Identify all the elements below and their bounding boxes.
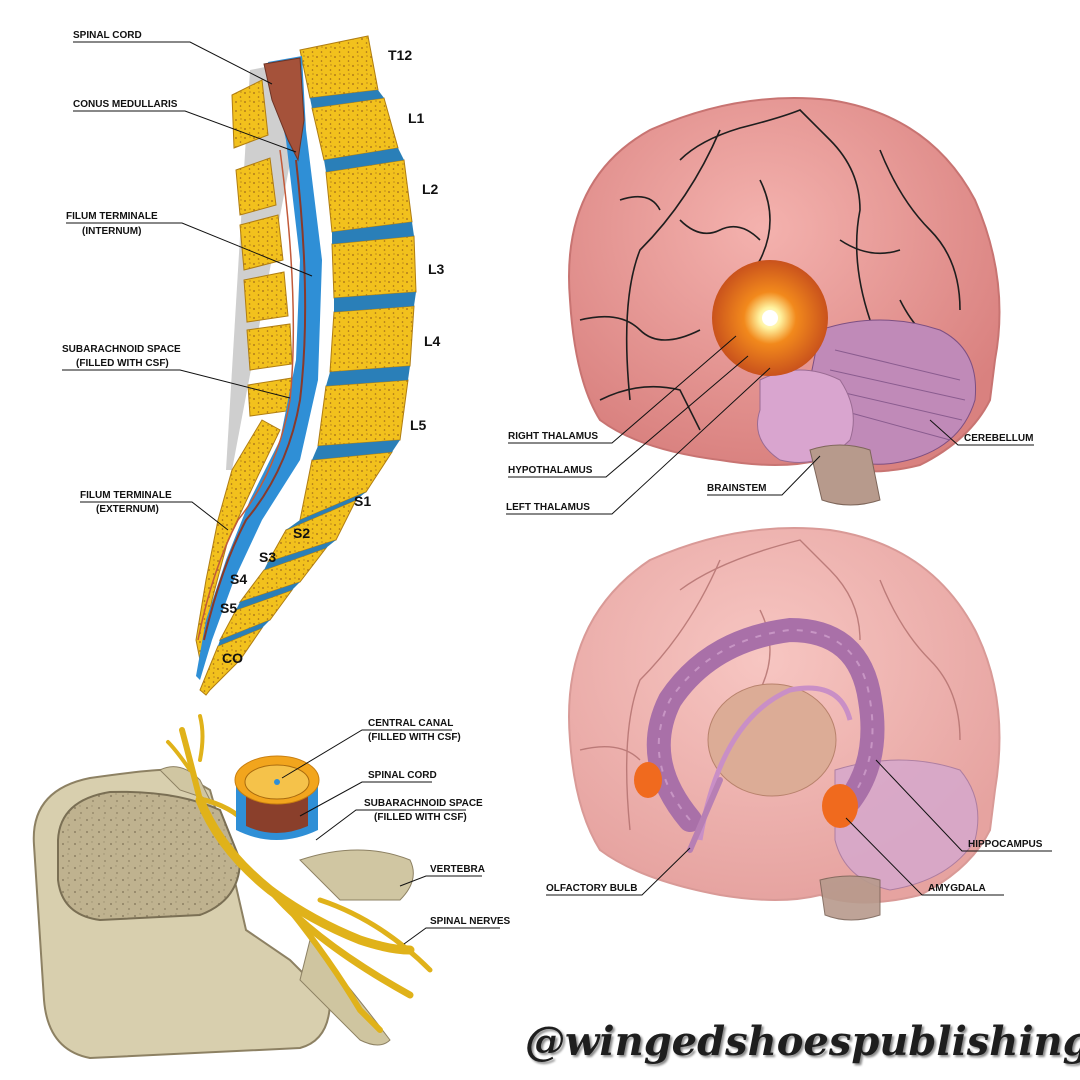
level-s5: S5 bbox=[220, 600, 237, 616]
spinous-processes bbox=[231, 79, 295, 417]
label-filum-externum: FILUM TERMINALE bbox=[80, 490, 172, 501]
level-s3: S3 bbox=[259, 549, 276, 565]
label-brainstem: BRAINSTEM bbox=[707, 483, 766, 494]
hippocampus-arc bbox=[646, 617, 885, 832]
label-right-thalamus: RIGHT THALAMUS bbox=[508, 431, 598, 442]
fornix bbox=[697, 685, 853, 841]
spine-labels: SPINAL CORD CONUS MEDULLARIS FILUM TERMI… bbox=[62, 30, 313, 531]
leader-central-canal bbox=[281, 729, 452, 779]
label-left-thalamus: LEFT THALAMUS bbox=[506, 502, 590, 513]
spinal-nerves bbox=[166, 714, 433, 1033]
label-filum-internum-sub: (INTERNUM) bbox=[82, 226, 141, 237]
label-subarachnoid-space-sub: (FILLED WITH CSF) bbox=[76, 358, 169, 369]
leader-left-thalamus bbox=[506, 367, 771, 515]
leader-filum-externum bbox=[80, 501, 229, 531]
level-l1: L1 bbox=[408, 110, 425, 126]
watermark-handle: @wingedshoespublishing bbox=[525, 1018, 1080, 1065]
level-l2: L2 bbox=[422, 181, 439, 197]
level-l5: L5 bbox=[410, 417, 427, 433]
brain-bottom-sulci bbox=[579, 539, 961, 831]
vertebral-body-top-surface bbox=[57, 790, 242, 922]
leader-vertebra-spinal-cord bbox=[299, 781, 432, 817]
label-vertebra: VERTEBRA bbox=[430, 864, 485, 875]
olfactory-tract bbox=[687, 777, 723, 853]
label-central-canal-sub: (FILLED WITH CSF) bbox=[368, 732, 461, 743]
label-vertebra-subarachnoid: SUBARACHNOID SPACE bbox=[364, 798, 483, 809]
label-central-canal: CENTRAL CANAL bbox=[368, 718, 453, 729]
level-s2: S2 bbox=[293, 525, 310, 541]
label-cerebellum: CEREBELLUM bbox=[964, 433, 1033, 444]
level-l4: L4 bbox=[424, 333, 441, 349]
level-l3: L3 bbox=[428, 261, 445, 277]
transverse-process bbox=[299, 849, 414, 901]
brain-top-labels: RIGHT THALAMUS HYPOTHALAMUS LEFT THALAMU… bbox=[506, 335, 1034, 515]
amygdala-left bbox=[634, 762, 662, 798]
label-vertebra-subarachnoid-sub: (FILLED WITH CSF) bbox=[374, 812, 467, 823]
leader-filum-internum bbox=[66, 222, 313, 277]
level-co: CO bbox=[222, 650, 243, 666]
brain-bottom-labels: HIPPOCAMPUS OLFACTORY BULB AMYGDALA bbox=[546, 759, 1052, 896]
spinal-cord bbox=[263, 57, 305, 162]
label-olfactory-bulb: OLFACTORY BULB bbox=[546, 883, 637, 894]
label-spinal-cord: SPINAL CORD bbox=[73, 30, 142, 41]
leader-cerebellum bbox=[929, 419, 1034, 446]
vertebra-cross-section-illustration bbox=[32, 714, 433, 1060]
leader-spinal-cord bbox=[73, 41, 273, 85]
leader-vertebra-subarachnoid bbox=[315, 809, 466, 841]
dura-line bbox=[197, 149, 295, 641]
label-amygdala: AMYGDALA bbox=[928, 883, 986, 894]
leader-spinal-nerves bbox=[403, 927, 500, 945]
amygdala-right bbox=[822, 784, 858, 828]
sagittal-spine-illustration bbox=[195, 35, 417, 696]
intervertebral-discs bbox=[218, 90, 416, 646]
level-t12: T12 bbox=[388, 47, 412, 63]
brainstem-shape bbox=[809, 444, 881, 506]
label-filum-externum-sub: (EXTERNUM) bbox=[96, 504, 159, 515]
leader-brainstem bbox=[707, 455, 821, 496]
vertebral-bodies bbox=[199, 35, 417, 696]
leader-amygdala bbox=[845, 817, 1004, 896]
brain-thalamus-illustration bbox=[568, 97, 1001, 506]
thalamus-highlight bbox=[762, 310, 778, 326]
brainstem-bottom bbox=[819, 875, 881, 921]
label-hippocampus: HIPPOCAMPUS bbox=[968, 839, 1043, 850]
leader-vertebra bbox=[399, 875, 482, 887]
leader-olfactory-bulb bbox=[546, 847, 691, 896]
vertebra-labels: CENTRAL CANAL (FILLED WITH CSF) SPINAL C… bbox=[281, 718, 511, 945]
label-subarachnoid-space: SUBARACHNOID SPACE bbox=[62, 344, 181, 355]
filum-terminale bbox=[203, 159, 307, 641]
leader-hippocampus bbox=[875, 759, 1052, 852]
label-spinal-nerves: SPINAL NERVES bbox=[430, 916, 511, 927]
cerebellum-folia bbox=[829, 349, 966, 441]
leader-conus-medullaris bbox=[73, 110, 297, 153]
brain-limbic-illustration bbox=[568, 527, 1001, 921]
central-canal bbox=[274, 779, 280, 785]
thalamus-bottom bbox=[707, 683, 837, 797]
label-vertebra-spinal-cord: SPINAL CORD bbox=[368, 770, 437, 781]
vertebral-level-labels: T12 L1 L2 L3 L4 L5 S1 S2 S3 S4 S5 CO bbox=[220, 47, 445, 666]
leader-subarachnoid-space bbox=[62, 369, 291, 399]
level-s4: S4 bbox=[230, 571, 247, 587]
label-filum-internum: FILUM TERMINALE bbox=[66, 211, 158, 222]
leader-hypothalamus bbox=[508, 355, 749, 478]
label-hypothalamus: HYPOTHALAMUS bbox=[508, 465, 593, 476]
level-s1: S1 bbox=[354, 493, 371, 509]
limbic-structure-top bbox=[757, 369, 854, 463]
label-conus-medullaris: CONUS MEDULLARIS bbox=[73, 99, 178, 110]
leader-right-thalamus bbox=[508, 335, 737, 444]
